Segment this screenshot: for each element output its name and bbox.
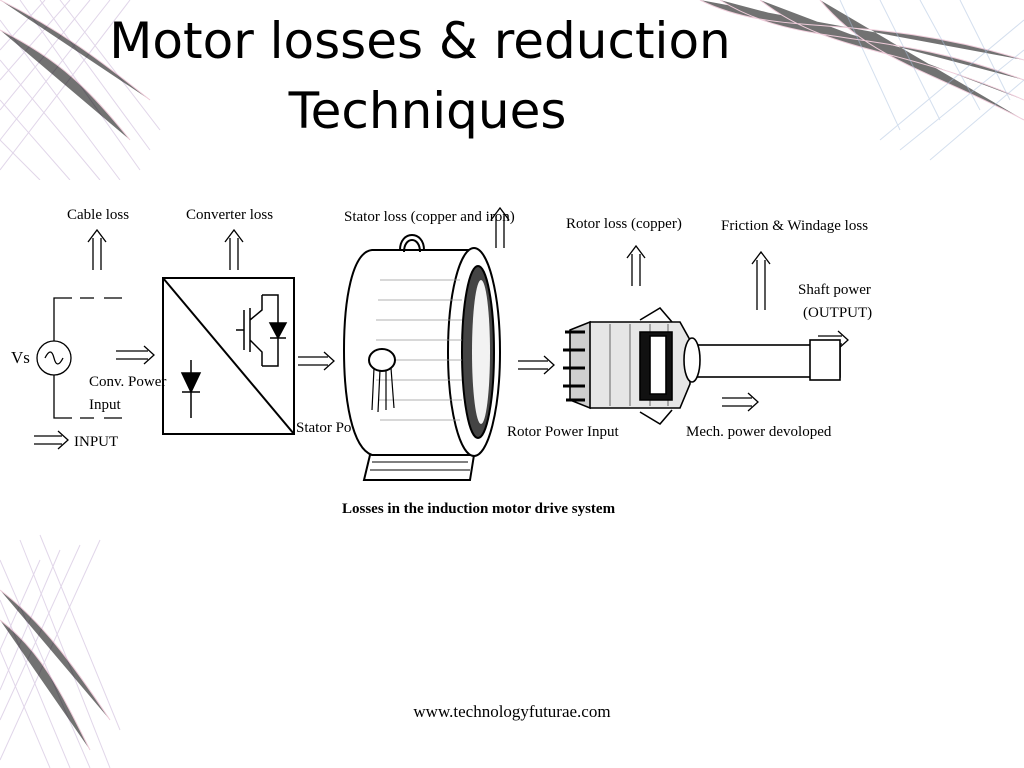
rotor-loss-label: Rotor loss (copper) [566,216,682,232]
loss-arrows [87,206,771,310]
conv-power-label: Conv. Power [89,374,166,390]
converter-block [162,277,295,435]
diode-icon [180,360,202,418]
stator-loss-label: Stator loss (copper and iron) [344,209,515,225]
page-title-line-2: Techniques [288,82,567,140]
ac-source [36,297,122,419]
converter-loss-arrow [224,228,244,270]
motor-loss-diagram: Cable loss Converter loss Stator loss (c… [11,206,872,517]
stator-housing [342,234,501,481]
friction-loss-arrow [751,250,771,310]
input-arrow [34,430,69,450]
conv-input-label: Input [89,397,121,413]
page-title-line-1: Motor losses & reduction [109,12,731,70]
stator-power-arrow [298,351,335,371]
input-label: INPUT [74,434,118,450]
shaft-power-label: Shaft power [798,282,871,298]
igbt-icon [236,294,288,367]
cable-loss-arrow [87,228,107,270]
friction-loss-label: Friction & Windage loss [721,218,868,234]
mech-power-label: Mech. power devoloped [686,424,832,440]
cable-loss-label: Cable loss [67,207,129,223]
conv-power-arrow [116,345,155,365]
rotor-power-arrow [518,355,555,375]
stator-loss-arrow [490,206,510,248]
vs-label: Vs [11,348,30,367]
rotor-power-input-label: Rotor Power Input [507,424,619,440]
rotor-loss-arrow [626,244,646,286]
diagram-caption: Losses in the induction motor drive syst… [342,501,616,517]
diagram-panel: Cable loss Converter loss Stator loss (c… [0,180,1024,530]
rotor-assembly [563,306,841,426]
shaft-output-label: (OUTPUT) [803,305,872,321]
mech-power-arrow [722,392,759,412]
converter-loss-label: Converter loss [186,207,273,223]
footer-url: www.technologyfuturae.com [413,702,611,721]
